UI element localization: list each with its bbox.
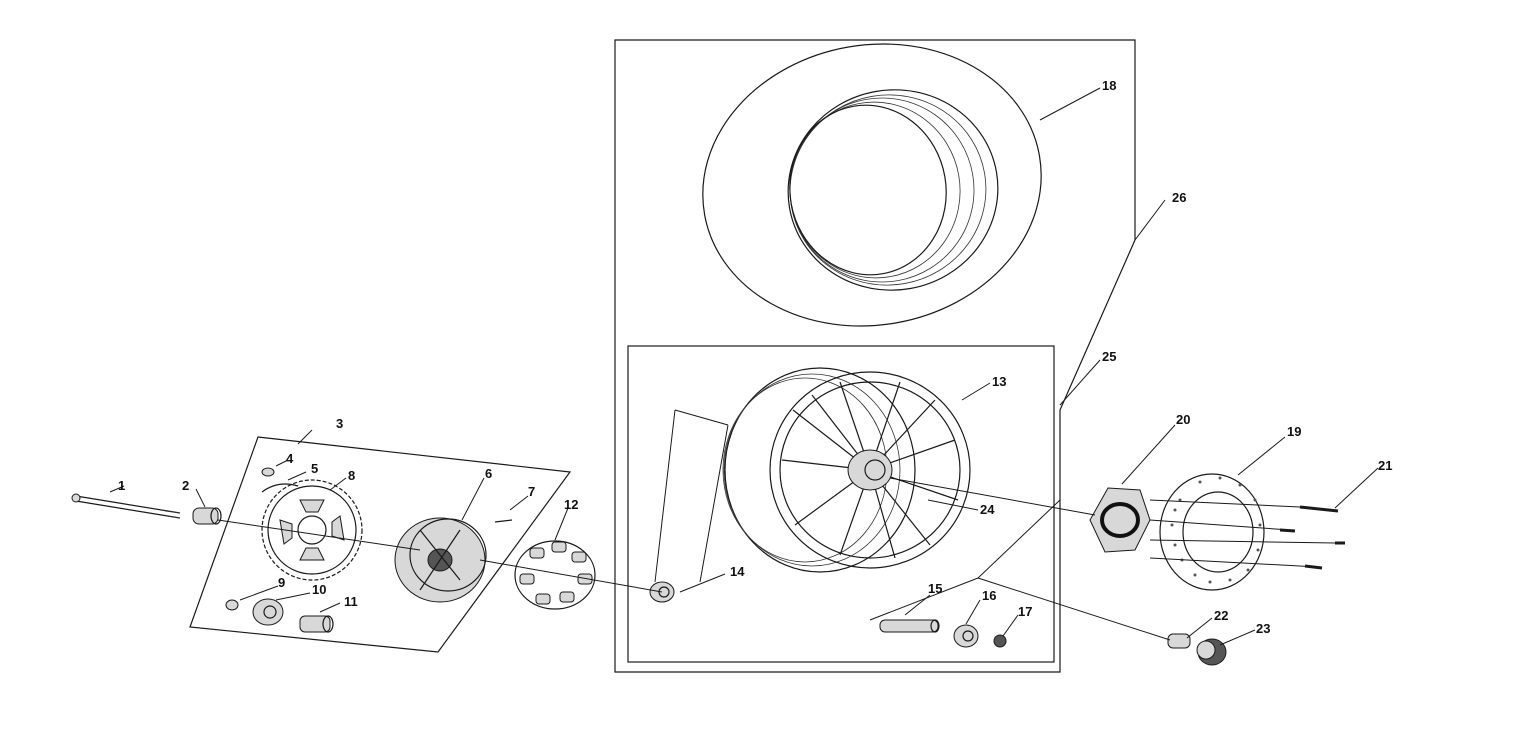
damper-12 <box>514 540 596 610</box>
brake-disc-19 <box>1159 473 1265 591</box>
bearing-16 <box>953 624 979 648</box>
callout-2: 2 <box>182 478 189 493</box>
projection-lines-lower <box>869 499 1171 641</box>
frame-sprocket-group-3 <box>189 436 572 653</box>
bolt-7 <box>494 519 513 523</box>
callout-12: 12 <box>564 497 578 512</box>
callout-8: 8 <box>348 468 355 483</box>
collar-11 <box>299 615 334 633</box>
assembly-centerline <box>217 477 1096 593</box>
frame-assembly-26 <box>614 39 1136 673</box>
callout-16: 16 <box>982 588 996 603</box>
collar-22 <box>1167 633 1191 649</box>
disc-adapter-20 <box>1089 487 1151 553</box>
callout-23: 23 <box>1256 621 1270 636</box>
callout-6: 6 <box>485 466 492 481</box>
bolt-9 <box>225 599 239 611</box>
disc-bolts-21 <box>1149 499 1345 570</box>
callout-17: 17 <box>1018 604 1032 619</box>
callout-19: 19 <box>1287 424 1301 439</box>
callout-15: 15 <box>928 581 942 596</box>
axle-1 <box>71 493 181 519</box>
seal-17 <box>993 634 1007 648</box>
projection-lines <box>654 409 729 583</box>
callout-14: 14 <box>730 564 745 579</box>
callout-26: 26 <box>1172 190 1186 205</box>
callout-22: 22 <box>1214 608 1228 623</box>
clip-5 <box>261 483 299 493</box>
sprocket-8 <box>261 479 363 581</box>
frame-wheel-25 <box>627 345 1055 663</box>
nut-4 <box>261 467 275 477</box>
callout-20: 20 <box>1176 412 1190 427</box>
axle-nut-23 <box>1196 638 1227 666</box>
wheel-rim-13 <box>722 367 971 573</box>
callout-10: 10 <box>312 582 326 597</box>
bushing-10 <box>252 598 284 626</box>
callout-5: 5 <box>311 461 318 476</box>
callout-25: 25 <box>1102 349 1116 364</box>
callout-3: 3 <box>336 416 343 431</box>
sleeve-15 <box>879 619 940 633</box>
callout-24: 24 <box>980 502 995 517</box>
callout-18: 18 <box>1102 78 1116 93</box>
callout-7: 7 <box>528 484 535 499</box>
spacer-2 <box>192 507 222 525</box>
callout-13: 13 <box>992 374 1006 389</box>
hub-carrier-6 <box>394 517 487 603</box>
callout-9: 9 <box>278 575 285 590</box>
leader-lines <box>109 87 1379 646</box>
callout-1: 1 <box>118 478 125 493</box>
callout-4: 4 <box>286 451 294 466</box>
callout-21: 21 <box>1378 458 1392 473</box>
callout-11: 11 <box>344 594 358 609</box>
tyre-18 <box>702 43 1042 327</box>
